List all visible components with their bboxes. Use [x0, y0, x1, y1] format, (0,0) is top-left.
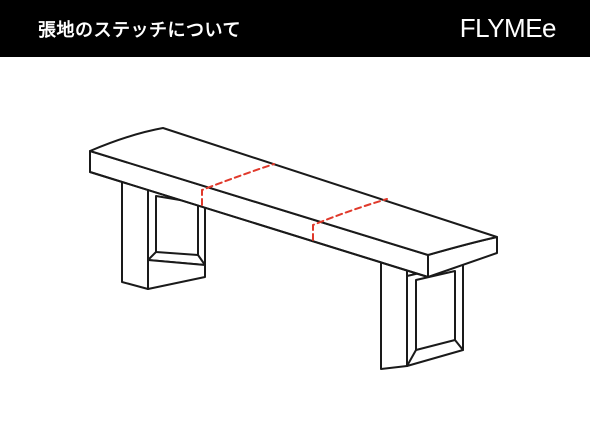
header-bar: 張地のステッチについて FLYMEe [0, 0, 590, 57]
bench-seat [89, 127, 498, 278]
stitch-line-left [201, 163, 275, 206]
brand-logo[interactable]: FLYMEe [459, 13, 557, 43]
back-right-leg [406, 262, 464, 367]
bench-illustration [89, 127, 498, 370]
page-title: 張地のステッチについて [38, 19, 241, 41]
stitch-line-right [312, 198, 388, 241]
